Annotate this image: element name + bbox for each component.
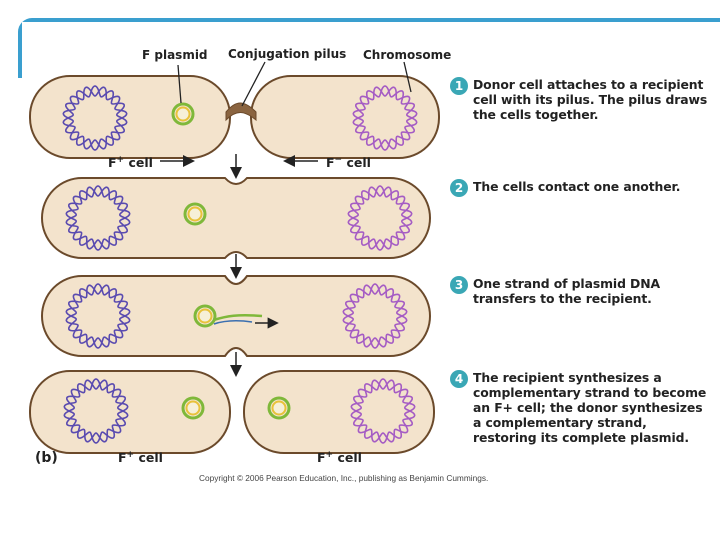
recipient-chromosome [352,85,418,151]
step-text: The recipient synthesizes a complementar… [473,370,707,445]
f-plasmid-label: F plasmid [142,48,208,62]
fused-cells-2 [41,177,431,259]
row-3 [41,275,431,357]
step-number-badge: 1 [450,77,468,95]
step-text: Donor cell attaches to a recipient cell … [473,77,708,122]
pilus-pointer [241,61,266,107]
f-plus-cell-label: F+ cell [108,155,153,171]
chromosome-pointer [403,61,412,93]
recipient-cell [243,370,435,454]
step-3: 3 One strand of plasmid DNA transfers to… [450,276,712,306]
step-text: One strand of plasmid DNA transfers to t… [473,276,661,306]
step-number-badge: 4 [450,370,468,388]
f-plasmid [183,202,207,226]
recipient-chromosome [347,185,413,251]
f-plasmid-pointer [177,64,182,104]
f-plasmid [171,102,195,126]
slide-frame [18,18,720,78]
bottom-left-cell-label: F+ cell [118,450,163,466]
recipient-plasmid [267,396,291,420]
step-number-badge: 2 [450,179,468,197]
step-1: 1 Donor cell attaches to a recipient cel… [450,77,712,122]
step-number-badge: 3 [450,276,468,294]
conjugation-pilus [225,102,257,122]
f-minus-cell-label: F− cell [326,155,371,171]
step-4: 4 The recipient synthesizes a complement… [450,370,712,445]
row-1 [29,75,440,159]
donor-plasmid [181,396,205,420]
donor-cell [29,75,231,159]
step-text: The cells contact one another. [473,179,681,194]
donor-chromosome [63,378,129,444]
step-2: 2 The cells contact one another. [450,179,712,197]
slide-frame-mask [22,22,720,78]
row-4 [29,370,435,454]
conjugation-pilus-label: Conjugation pilus [228,47,347,61]
bottom-right-cell-label: F+ cell [317,450,362,466]
row-2 [41,177,431,259]
recipient-chromosome [350,378,416,444]
donor-chromosome [62,85,128,151]
donor-chromosome [65,283,131,349]
transferring-plasmid [193,304,263,328]
panel-letter: (b) [35,450,58,466]
donor-chromosome [65,185,131,251]
donor-cell [29,370,231,454]
recipient-chromosome [342,283,408,349]
copyright-notice: Copyright © 2006 Pearson Education, Inc.… [199,473,489,483]
chromosome-label: Chromosome [363,48,452,62]
